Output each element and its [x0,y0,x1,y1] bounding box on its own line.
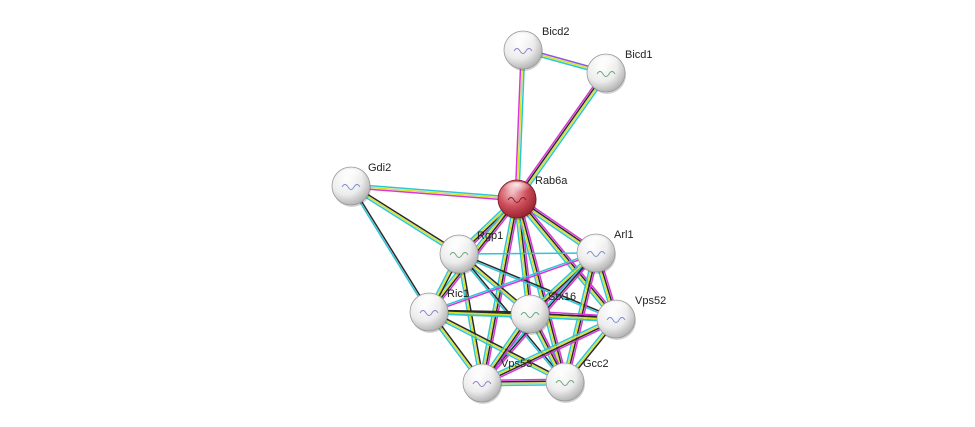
edge-line-magenta [514,49,522,199]
edge-line-yellow [516,49,524,200]
edge-vps52-vps53 [480,315,618,387]
edge-rab6a-vps52 [514,196,619,322]
node-ric1[interactable]: Ric1 [409,288,469,333]
edge-line-magenta [483,199,521,384]
edge-line-cyan [427,312,565,385]
edge-line-cyan [349,186,459,257]
node-bicd1[interactable]: Bicd1 [586,49,653,94]
node-label: Ric1 [447,288,469,300]
protein-structure-icon [606,317,626,323]
node-shine [602,301,630,316]
edge-line-cyan [458,252,597,255]
edge-rab6a-bicd2 [514,49,526,200]
edge-line-cyan [349,186,429,313]
edges-layer [349,47,620,387]
edge-line-cyan [351,183,518,198]
node-shine [337,168,365,183]
protein-structure-icon [555,380,575,386]
edge-line-cyan [514,200,615,322]
node-shine [551,364,579,379]
protein-structure-icon [449,252,469,258]
protein-structure-icon [472,381,492,387]
node-shine [592,55,620,70]
edge-line-black [429,309,567,382]
edge-line-cyan [480,315,616,382]
node-stx16[interactable]: Stx16 [510,291,576,335]
edge-line-yellow [350,185,460,255]
edge-ric1-gcc2 [427,309,567,385]
edge-line-magenta [514,71,605,198]
edge-rab6a-gdi2 [350,183,518,202]
edge-line-cyan [518,50,526,200]
node-arl1[interactable]: Arl1 [576,229,634,274]
edge-line-black [517,198,567,382]
edge-line-yellow [515,199,616,321]
node-label: Vps52 [635,295,666,307]
node-label: Rab6a [535,175,568,187]
node-gcc2[interactable]: Gcc2 [545,358,609,403]
node-vps52[interactable]: Vps52 [596,295,666,340]
edge-rgp1-vps53 [456,253,485,384]
edge-line-cyan [518,74,609,201]
edge-line-yellow [350,185,518,200]
edge-line-yellow [480,198,517,383]
edge-line-magenta [482,320,618,387]
node-label: Gcc2 [583,358,609,370]
edge-line-black [351,183,461,254]
edge-line-magenta [518,198,534,314]
edge-rgp1-vps52 [458,252,617,321]
protein-structure-icon [586,251,606,257]
node-label: Rgp1 [477,230,503,242]
node-shine [516,296,544,311]
node-label: Stx16 [548,291,576,303]
edge-gdi2-ric1 [349,185,431,313]
node-vps53[interactable]: Vps53 [462,358,532,404]
protein-structure-icon [507,197,527,203]
edge-line-black [515,72,606,199]
node-shine [582,235,610,250]
edge-line-cyan [458,254,616,321]
edge-line-magenta [518,196,619,318]
protein-structure-icon [513,48,533,54]
node-gdi2[interactable]: Gdi2 [331,162,391,207]
node-label: Bicd2 [542,26,570,38]
edge-line-yellow [428,311,566,383]
protein-structure-icon [419,310,439,316]
edge-line-cyan [428,251,596,312]
edge-line-cyan [456,254,481,384]
edge-gdi2-rgp1 [349,183,461,257]
edge-line-yellow [481,317,616,383]
node-shine [503,181,531,196]
edge-line-black [482,319,617,385]
edge-line-yellow [517,73,608,200]
node-label: Bicd1 [625,49,653,61]
node-rgp1[interactable]: Rgp1 [439,230,503,275]
node-shine [445,236,473,251]
protein-structure-icon [596,71,616,77]
protein-structure-icon [341,184,361,190]
edge-line-black [459,252,617,319]
edge-rab6a-bicd1 [514,71,609,201]
node-bicd2[interactable]: Bicd2 [503,26,570,71]
node-label: Vps53 [501,358,532,370]
node-label: Gdi2 [368,162,391,174]
edge-line-yellow [515,199,565,383]
protein-structure-icon [520,312,540,318]
edge-line-yellow [458,253,483,384]
edge-line-black [517,197,618,319]
edge-rgp1-arl1 [458,252,597,255]
edge-arl1-ric1 [428,251,597,314]
node-shine [468,365,496,380]
node-label: Arl1 [614,229,634,241]
node-shine [415,294,443,309]
node-shine [509,32,537,47]
edge-line-black [460,253,485,383]
edge-line-cyan [478,198,516,383]
node-rab6a[interactable]: Rab6a [497,175,568,220]
edge-line-magenta [350,187,517,202]
edge-line-magenta [429,253,597,314]
edge-line-black [351,185,431,312]
